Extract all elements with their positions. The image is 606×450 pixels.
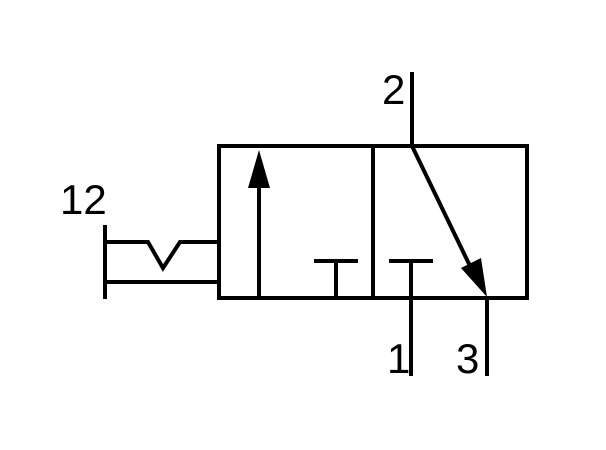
port-label-2: 2 xyxy=(382,66,405,113)
right-position xyxy=(389,145,487,298)
right-flow-arrowhead xyxy=(461,258,487,297)
port-label-1: 1 xyxy=(387,335,410,382)
actuator-top-zigzag xyxy=(105,240,219,272)
left-blocked-port xyxy=(314,259,358,298)
valve-body xyxy=(217,144,529,300)
right-flow-line xyxy=(410,145,472,267)
right-blocked-port xyxy=(389,259,433,298)
port-label-12: 12 xyxy=(60,176,107,223)
port-lines xyxy=(409,72,489,376)
port-label-3: 3 xyxy=(456,335,479,382)
left-flow-arrowhead xyxy=(248,150,270,188)
left-position xyxy=(248,150,358,298)
pilot-actuator xyxy=(103,225,219,299)
